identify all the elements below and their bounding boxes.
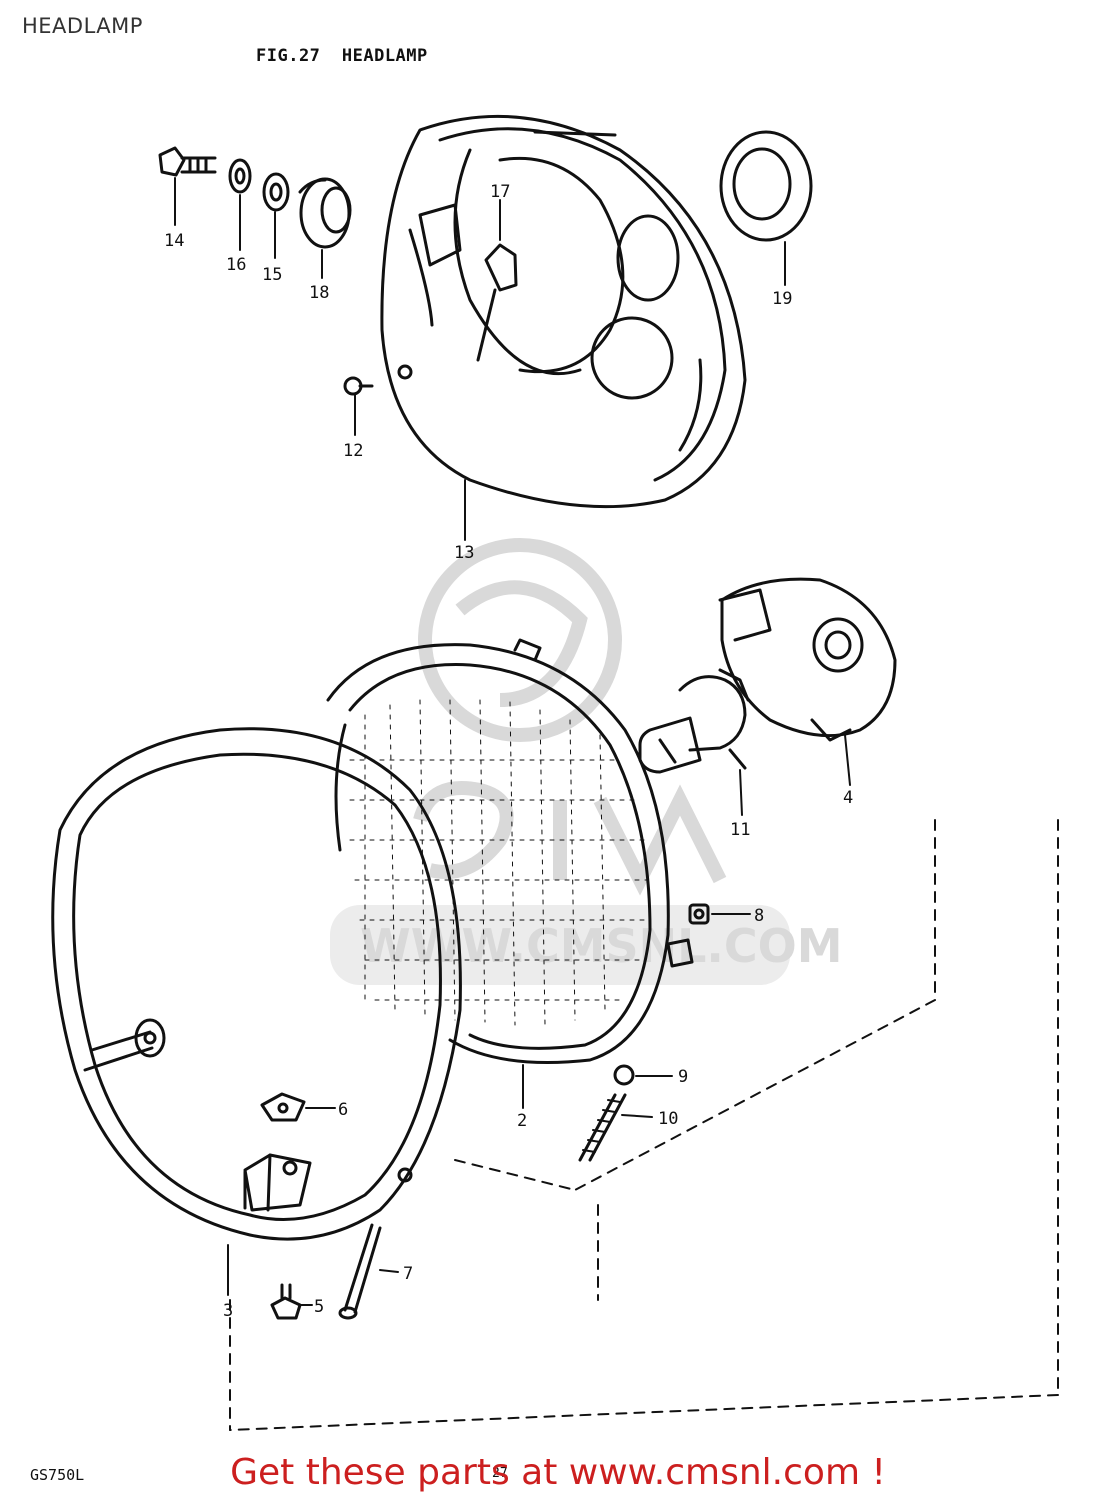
- nut-8: [688, 903, 710, 925]
- callout-13: 13: [454, 543, 474, 563]
- page-number: 27: [492, 1466, 508, 1481]
- callout-5: 5: [314, 1297, 324, 1317]
- headlamp-unit: [326, 638, 670, 1064]
- figure-title: FIG.27 HEADLAMP: [256, 46, 428, 66]
- screw-7: [338, 1223, 382, 1320]
- callout-12: 12: [343, 441, 363, 461]
- callout-7: 7: [403, 1264, 413, 1284]
- callout-18: 18: [309, 283, 329, 303]
- headlamp-housing: [380, 114, 747, 509]
- assembly-dash-lines: [229, 819, 1059, 1431]
- lock-washer-16: [228, 158, 252, 194]
- page-header: HEADLAMP: [22, 14, 143, 38]
- nut-9: [613, 1064, 635, 1086]
- callout-16: 16: [226, 255, 246, 275]
- screw-5: [270, 1283, 302, 1320]
- callout-14: 14: [164, 231, 184, 251]
- clip-8b: [666, 938, 694, 968]
- callout-11: 11: [730, 820, 750, 840]
- screw-12: [343, 376, 374, 396]
- model-code: GS750L: [30, 1466, 85, 1484]
- promo-link[interactable]: Get these parts at www.cmsnl.com !: [230, 1452, 886, 1493]
- callout-8: 8: [754, 906, 764, 926]
- watermark-logo: [413, 538, 727, 896]
- bulb-11: [638, 668, 750, 774]
- headlamp-rim: [51, 727, 462, 1241]
- callout-labels: 2 3 4 5 6 7 8 9 10 11 12 13 14 15 16 17 …: [164, 182, 853, 1321]
- callout-17: 17: [490, 182, 510, 202]
- clip-nut-6: [260, 1092, 306, 1122]
- watermark-text: WWW.CMSNL.COM: [360, 919, 843, 973]
- callout-6: 6: [338, 1100, 348, 1120]
- socket-cover-4: [718, 577, 897, 742]
- grommet-19: [719, 130, 813, 242]
- callout-3: 3: [223, 1301, 233, 1321]
- adjuster-18: [298, 177, 352, 249]
- callout-19: 19: [772, 289, 792, 309]
- callout-9: 9: [678, 1067, 688, 1087]
- spring-10: [578, 1093, 627, 1162]
- leader-lines: [174, 177, 851, 1306]
- washer-15: [262, 172, 290, 212]
- callout-15: 15: [262, 265, 282, 285]
- callout-4: 4: [843, 788, 853, 808]
- callout-10: 10: [658, 1109, 678, 1129]
- adjusting-screw-14: [158, 146, 217, 177]
- callout-2: 2: [517, 1111, 527, 1131]
